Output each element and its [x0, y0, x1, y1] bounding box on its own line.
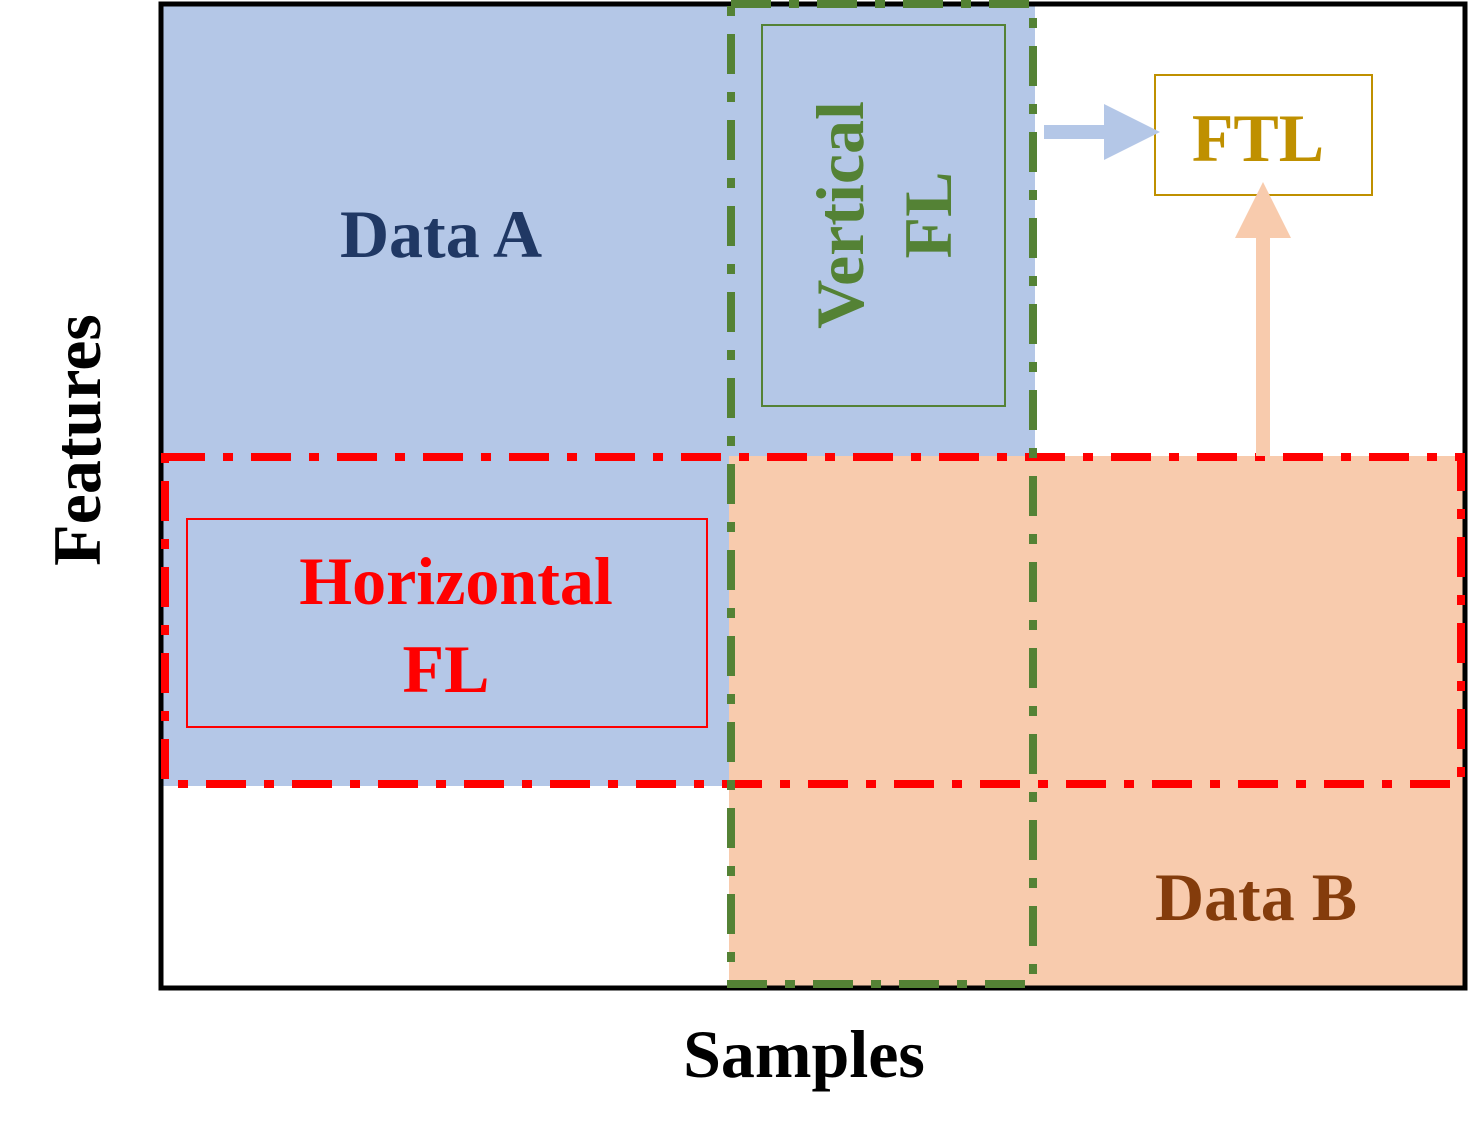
vertical-fl-region [727, 0, 1037, 988]
y-axis-label: Features [39, 314, 115, 566]
vertical-fl-label-line2: FL [890, 172, 966, 259]
horizontal-fl-label-line1: Horizontal [299, 543, 613, 619]
data-b-region [729, 456, 1464, 986]
ftl-label: FTL [1192, 100, 1324, 176]
vertical-fl-box [761, 24, 1006, 407]
data-a-region-bottom [163, 456, 729, 786]
vertical-fl-label-line1: Vertical [802, 101, 878, 329]
horizontal-fl-label-line2: FL [403, 631, 490, 707]
horizontal-fl-region [161, 453, 1465, 788]
data-b-label: Data B [1155, 859, 1357, 935]
x-axis-label: Samples [683, 1016, 925, 1092]
data-a-region-top [163, 6, 1035, 456]
horizontal-fl-box [186, 518, 708, 728]
data-a-label: Data A [340, 196, 542, 272]
ftl-box [1154, 74, 1373, 196]
